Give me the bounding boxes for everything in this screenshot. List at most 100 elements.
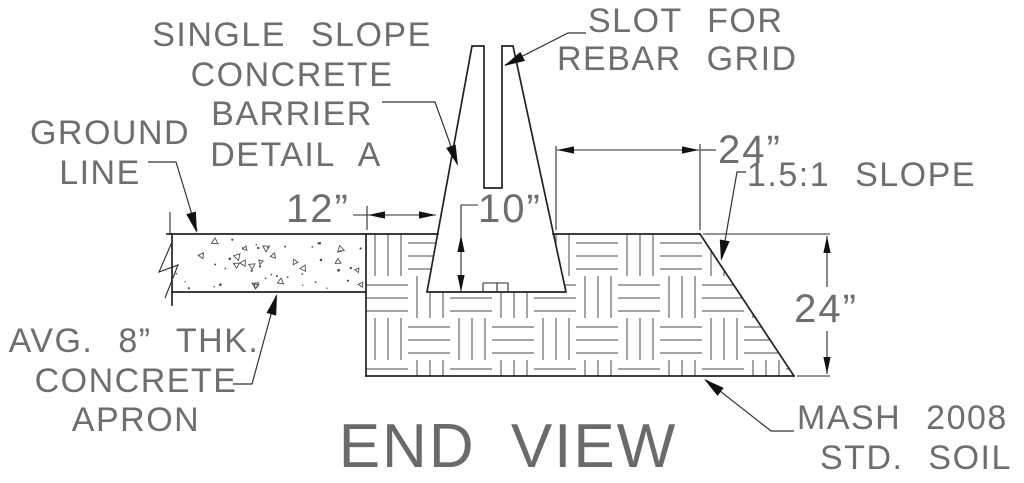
soil-note-leader	[705, 379, 794, 432]
aggregate-speck	[292, 258, 299, 266]
aggregate-speck	[232, 262, 241, 270]
sand-dot	[314, 281, 317, 283]
arrowhead	[823, 236, 831, 253]
sand-dot	[224, 267, 227, 270]
dim-text-mask	[792, 287, 862, 331]
concrete-apron	[157, 212, 439, 306]
sand-dot	[302, 284, 304, 286]
sand-dot	[213, 286, 215, 288]
dim-24in-right-label: 24”	[794, 287, 858, 331]
apron-note-1: AVG. 8” THK.	[9, 322, 260, 360]
dim-10in-label: 10”	[478, 187, 542, 231]
apron-note-leader	[233, 295, 277, 385]
sand-dot	[319, 258, 323, 262]
sand-dot	[301, 273, 304, 275]
sand-dot	[276, 275, 278, 278]
ground-line-label-2: LINE	[59, 154, 141, 192]
slot-note-1: SLOT FOR	[588, 2, 783, 40]
sand-dot	[339, 250, 342, 252]
apron-stipple-texture	[175, 237, 364, 290]
sand-dot	[214, 263, 217, 266]
barrier-outline-with-rebar-slot	[425, 45, 568, 293]
aggregate-speck	[232, 253, 241, 262]
soil-hatch-area	[366, 234, 794, 376]
arrowhead	[419, 211, 436, 219]
aggregate-speck	[247, 263, 256, 271]
aggregate-speck	[257, 259, 265, 266]
dimension-12in: 12”	[286, 187, 436, 231]
arrowhead	[504, 51, 525, 66]
sand-dot	[257, 246, 260, 250]
barrier-note-3: BARRIER	[211, 95, 373, 133]
sand-dot	[250, 269, 253, 272]
sand-dot	[286, 276, 289, 279]
sand-dot	[228, 257, 232, 261]
aggregate-speck	[299, 264, 306, 273]
slope-note-leader	[721, 171, 746, 259]
sand-dot	[184, 281, 186, 283]
arrowhead	[457, 275, 465, 292]
soil-note-1: MASH 2008	[797, 399, 1008, 437]
ground-line-label-1: GROUND	[30, 114, 190, 152]
sand-dot	[264, 277, 267, 280]
slope-note: 1.5:1 SLOPE	[747, 156, 976, 194]
aggregate-speck	[197, 252, 205, 260]
aggregate-speck	[241, 244, 248, 251]
barrier-base-keyway-notch	[482, 282, 509, 292]
sand-dot	[349, 266, 352, 270]
sand-dot	[359, 247, 362, 250]
aggregate-speck	[253, 283, 260, 290]
single-slope-barrier	[425, 45, 568, 293]
slot-note-leader	[504, 32, 586, 66]
barrier-note-leader	[382, 101, 458, 164]
arrowhead	[704, 379, 724, 396]
barrier-note-4: DETAIL A	[210, 136, 382, 174]
sand-dot	[219, 283, 222, 287]
view-title: END VIEW	[339, 412, 678, 481]
aggregate-speck	[238, 259, 246, 267]
barrier-note-1: SINGLE SLOPE	[152, 16, 432, 54]
dimension-10in: 10”	[460, 187, 542, 292]
arrowhead	[457, 235, 465, 252]
apron-note-3: APRON	[72, 401, 200, 439]
dim-12in-label: 12”	[286, 187, 350, 231]
sand-dot	[175, 272, 178, 275]
slot-note-2: REBAR GRID	[557, 40, 798, 78]
arrowhead	[823, 357, 831, 374]
sand-dot	[258, 265, 262, 268]
soil-slope-edge	[698, 232, 796, 378]
arrowhead	[719, 239, 730, 261]
aggregate-speck	[276, 277, 285, 285]
annotations: GROUND LINE SINGLE SLOPE CONCRETE BARRIE…	[9, 2, 1012, 477]
arrowhead	[368, 211, 385, 219]
aggregate-speck	[334, 257, 342, 264]
sand-dot	[266, 246, 269, 249]
sand-dot	[284, 245, 287, 248]
sand-dot	[231, 238, 234, 241]
aggregate-speck	[262, 245, 271, 253]
break-line-symbol	[157, 241, 179, 299]
sand-dot	[255, 244, 258, 246]
sand-dot	[346, 279, 349, 282]
leader-lines	[148, 32, 831, 432]
barrier-note-2: CONCRETE	[191, 56, 394, 94]
sand-dot	[270, 273, 273, 276]
dimension-24in-right: 24”	[703, 233, 862, 377]
soil-section	[365, 232, 796, 378]
dim-24in-top-label: 24”	[718, 128, 782, 172]
arrowhead	[186, 211, 197, 233]
aggregate-speck	[269, 251, 277, 259]
aggregate-speck	[210, 237, 219, 245]
soil-note-2: STD. SOIL	[820, 439, 1012, 477]
arrowhead	[557, 146, 574, 154]
sand-dot	[326, 287, 328, 289]
arrowhead	[682, 146, 699, 154]
sand-dot	[317, 242, 320, 245]
arrowhead	[266, 294, 277, 316]
aggregate-speck	[357, 281, 364, 289]
sand-dot	[187, 287, 190, 290]
sand-dot	[311, 246, 314, 248]
sand-dot	[337, 268, 340, 272]
